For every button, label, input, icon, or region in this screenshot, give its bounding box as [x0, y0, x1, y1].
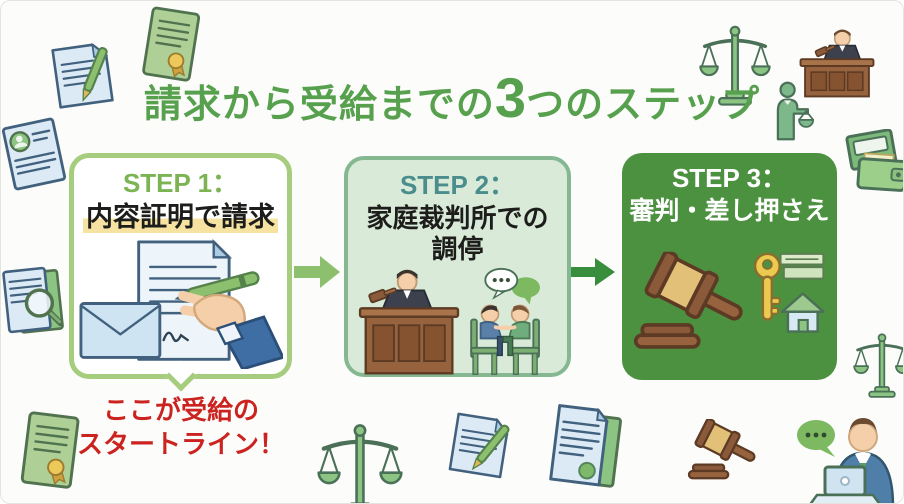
step1-label: STEP 1： [122, 168, 239, 198]
step2-illustration [348, 265, 567, 378]
laptop-man-icon [795, 411, 904, 504]
step1-box: STEP 1： 内容証明で請求 [69, 153, 292, 392]
scales-icon [317, 421, 403, 504]
letter-writing-icon [78, 238, 283, 369]
seizure-icon [633, 252, 825, 350]
page-title: 請求から受給までの3つのステップ [1, 65, 903, 130]
mediation-icon [358, 267, 540, 375]
house-icon [780, 292, 825, 334]
magnifier-document-icon [0, 260, 69, 342]
step3-heading: 審判・差し押さえ [629, 196, 830, 225]
document-pen-icon [444, 404, 520, 485]
cash-icon [778, 253, 824, 280]
title-post: つのステップ [526, 84, 761, 126]
callout-text: ここが受給の スタートライン！ [61, 393, 301, 462]
step2-label: STEP 2： [399, 170, 516, 200]
key-icon [753, 252, 781, 322]
step3-box: STEP 3： 審判・差し押さえ [622, 153, 837, 380]
step3-illustration [622, 226, 837, 380]
gavel-icon [687, 419, 763, 481]
step2-box: STEP 2： 家庭裁判所での調停 [344, 156, 571, 377]
callout-line2: スタートライン！ [76, 429, 285, 460]
step1-illustration [74, 233, 287, 374]
step2-heading: 家庭裁判所での調停 [366, 202, 549, 264]
scales-icon [853, 331, 904, 399]
arrow-right-icon [569, 258, 615, 286]
arrow-right-icon [294, 256, 340, 288]
callout-line1: ここが受給の [102, 395, 259, 425]
wallet-icon [843, 129, 904, 195]
step1-heading: 内容証明で請求 [83, 200, 278, 233]
gavel-icon [633, 252, 753, 350]
title-pre: 請求から受給までの [143, 84, 495, 126]
title-number: 3 [494, 66, 527, 129]
stamp-document-icon [544, 399, 628, 495]
step3-label: STEP 3： [671, 163, 788, 193]
